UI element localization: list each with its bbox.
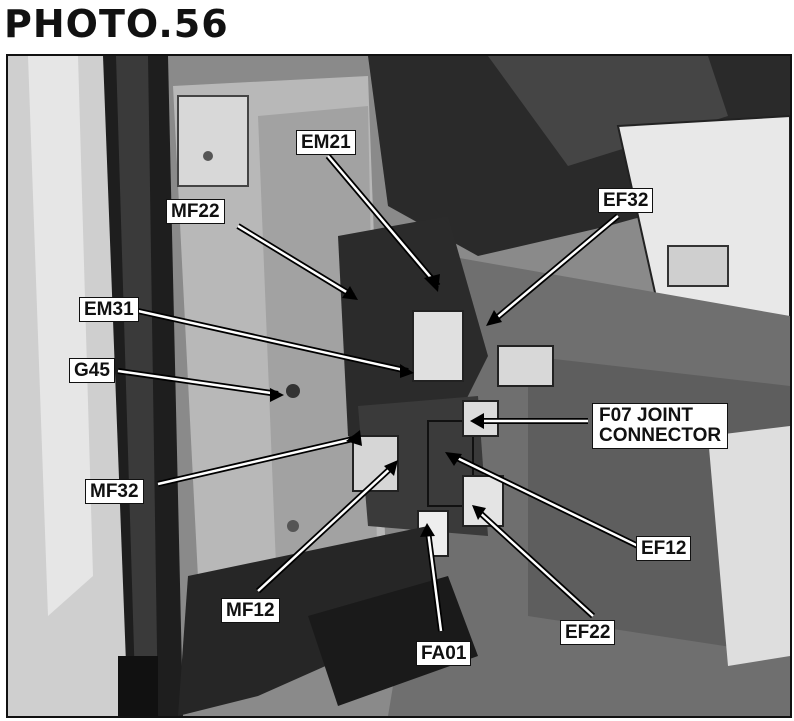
- callout-ef32: EF32: [598, 188, 654, 213]
- callout-ef12: EF12: [636, 536, 692, 561]
- photo-title: PHOTO.56: [4, 2, 229, 46]
- callout-mf12: MF12: [221, 598, 280, 623]
- callout-f07-joint-connector: F07 JOINT CONNECTOR: [592, 403, 729, 449]
- callout-mf22: MF22: [166, 199, 225, 224]
- callout-mf32: MF32: [85, 479, 144, 504]
- callout-g45: G45: [69, 358, 115, 383]
- engine-bay-photo: [6, 54, 792, 718]
- callout-ef22: EF22: [560, 620, 616, 645]
- callout-em21: EM21: [296, 130, 356, 155]
- callout-f07-line2: CONNECTOR: [599, 425, 722, 446]
- callout-fa01: FA01: [416, 641, 472, 666]
- callout-em31: EM31: [79, 297, 139, 322]
- callout-f07-line1: F07 JOINT: [599, 405, 693, 426]
- photo-scene: [8, 56, 790, 716]
